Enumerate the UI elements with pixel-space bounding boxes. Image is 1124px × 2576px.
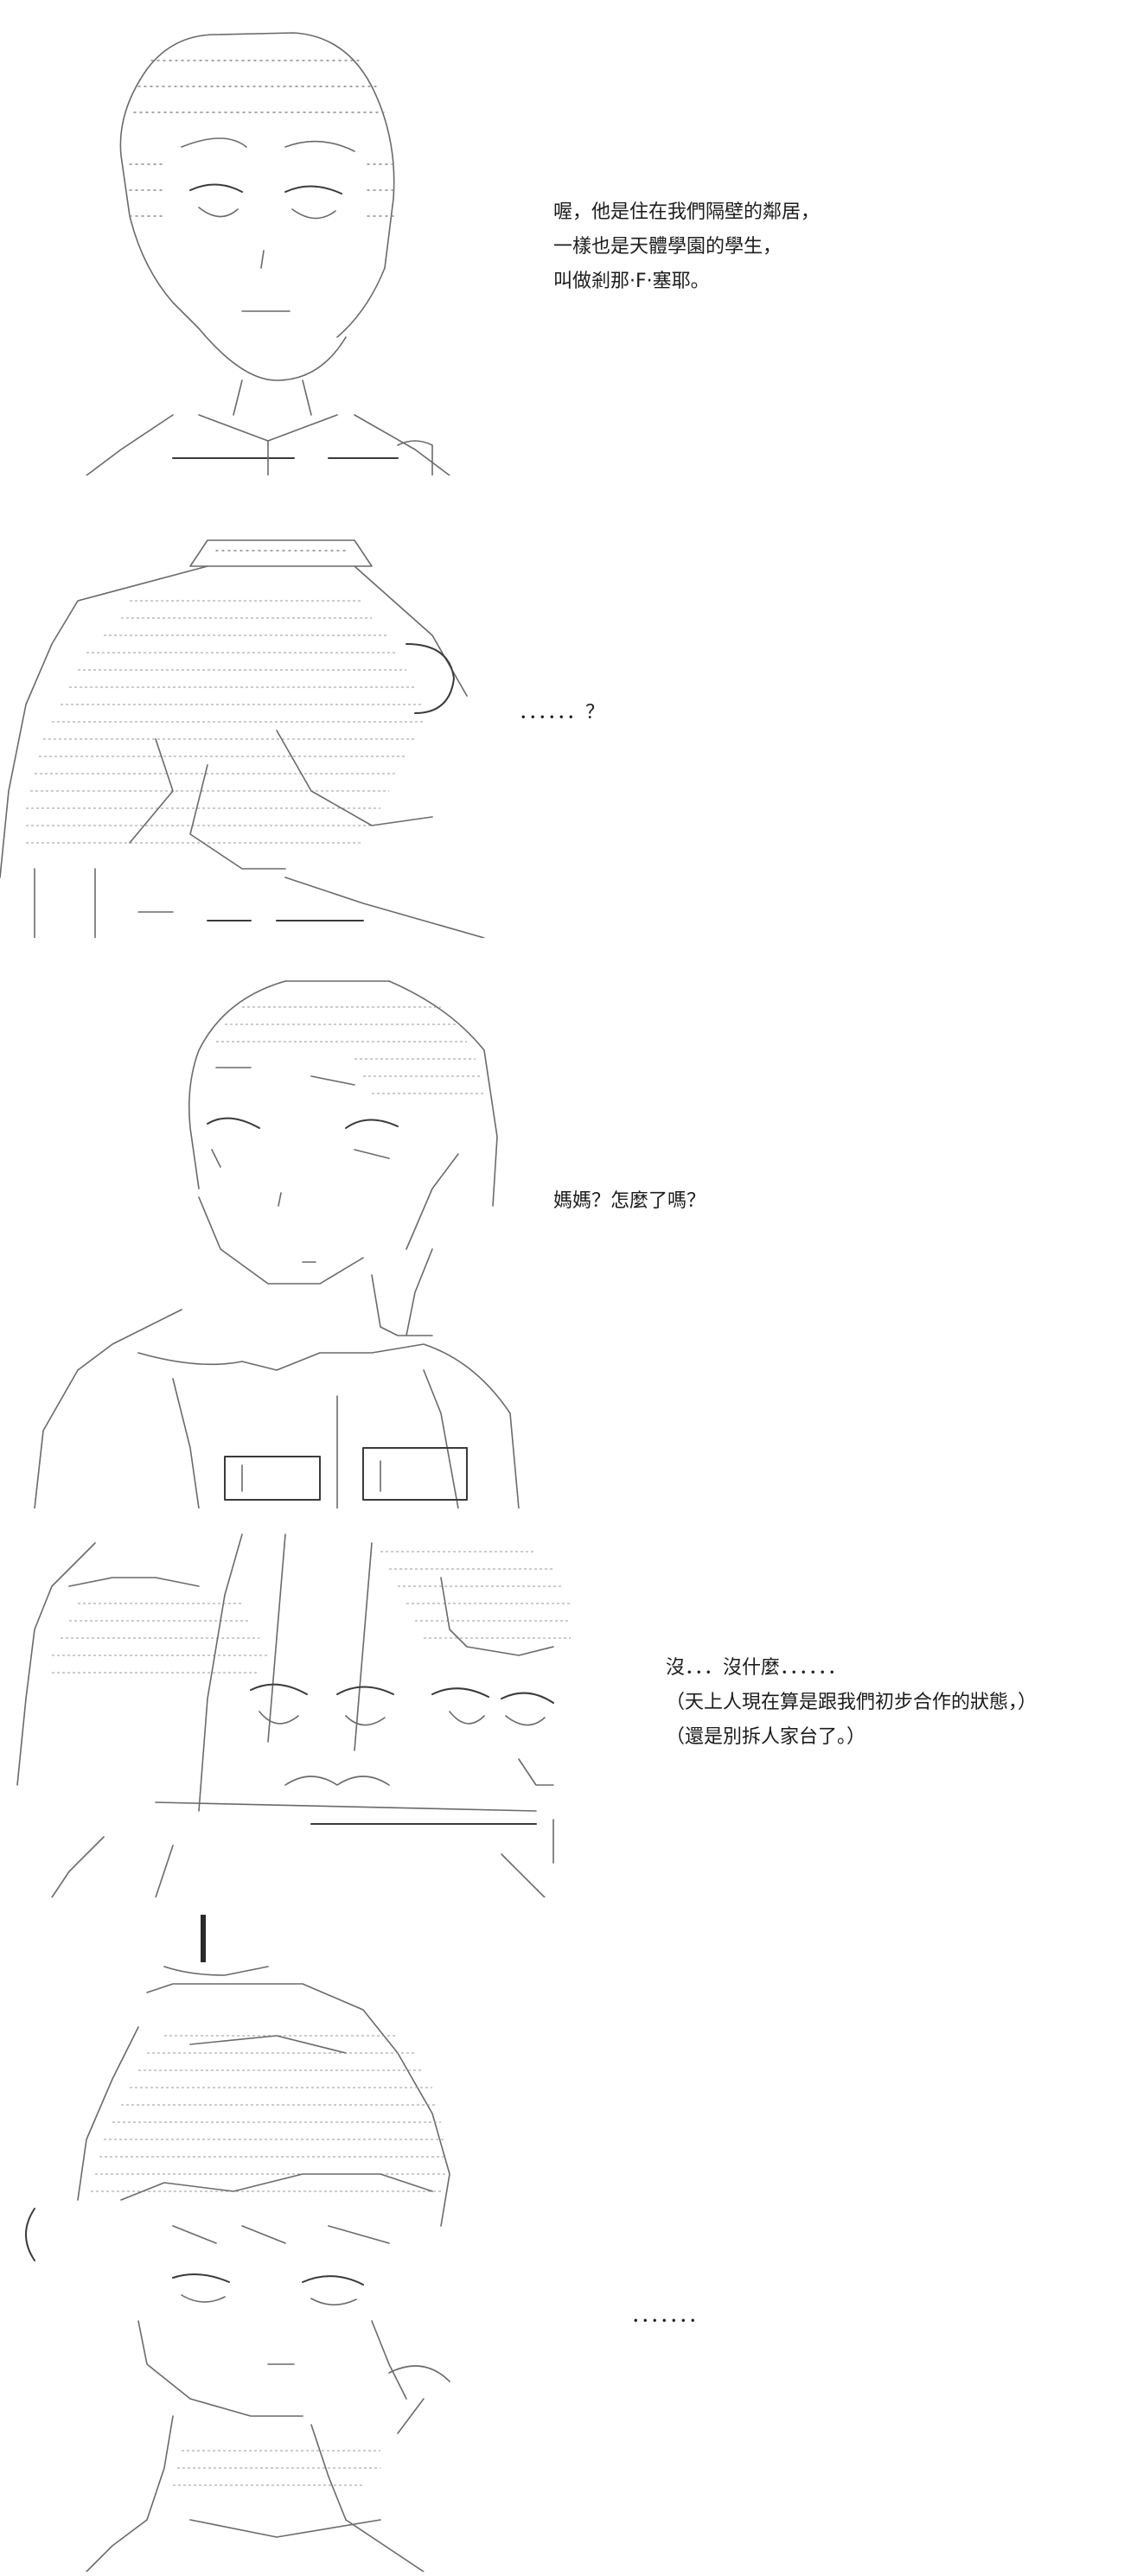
- dialogue-line: 一樣也是天體學園的學生，: [553, 236, 782, 258]
- dialogue-panel-1: 喔，他是住在我們隔壁的鄰居， 一樣也是天體學園的學生， 叫做剎那·F·塞耶。: [553, 195, 820, 299]
- dialogue-panel-5: ．．．．．．．: [631, 2299, 707, 2334]
- dialogue-panel-2: ．．．．．．？: [519, 696, 604, 730]
- dialogue-line: 叫做剎那·F·塞耶。: [553, 271, 710, 292]
- dialogue-line: 媽媽？怎麼了嗎？: [553, 1190, 706, 1212]
- panel-2: ．．．．．．？: [0, 497, 1124, 947]
- dialogue-panel-3: 媽媽？怎麼了嗎？: [553, 1184, 706, 1219]
- ascii-art-figure-looking-down: [17, 1915, 553, 2572]
- ascii-art-boy-portrait: [69, 9, 467, 475]
- ascii-art-crowded-closeup: [0, 1526, 588, 1897]
- dialogue-panel-4: 沒．．．沒什麼．．．．．． （天上人現在算是跟我們初步合作的狀態，） （還是別拆…: [666, 1651, 1037, 1755]
- panel-4: 沒．．．沒什麼．．．．．． （天上人現在算是跟我們初步合作的狀態，） （還是別拆…: [0, 1521, 1124, 1902]
- panel-5: ．．．．．．．: [0, 1910, 1124, 2576]
- panel-3: 媽媽？怎麼了嗎？: [0, 960, 1124, 1513]
- ascii-art-woman-back-view: [0, 506, 510, 938]
- dialogue-line: 沒．．．沒什麼．．．．．．: [666, 1657, 847, 1679]
- dialogue-line: 喔，他是住在我們隔壁的鄰居，: [553, 201, 821, 223]
- dialogue-line: ．．．．．．？: [519, 702, 605, 724]
- dialogue-line: （還是別拆人家台了。）: [666, 1726, 866, 1748]
- dialogue-line: ．．．．．．．: [631, 2305, 708, 2327]
- panel-1: 喔，他是住在我們隔壁的鄰居， 一樣也是天體學園的學生， 叫做剎那·F·塞耶。: [0, 0, 1124, 484]
- dialogue-line: （天上人現在算是跟我們初步合作的狀態，）: [666, 1692, 1038, 1713]
- ascii-art-girl-holding-box: [26, 964, 545, 1508]
